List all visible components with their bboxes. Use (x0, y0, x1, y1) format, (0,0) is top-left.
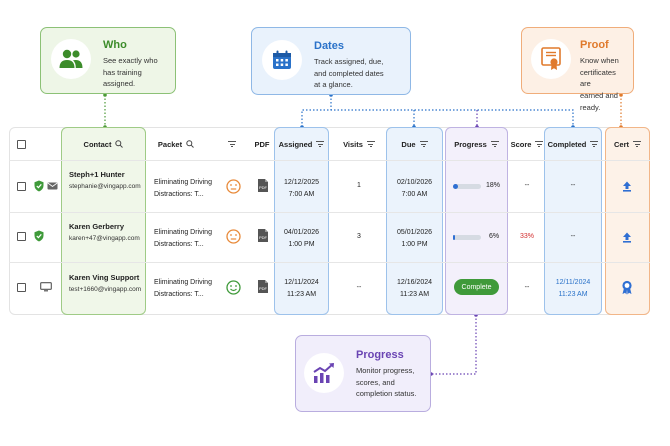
download-icon[interactable] (622, 181, 632, 192)
visits-cell: 1 (357, 182, 361, 189)
packet-cell[interactable]: Eliminating Driving Distractions: T... (154, 229, 212, 248)
filter-icon (366, 141, 375, 147)
score-cell: -- (524, 182, 530, 189)
header-contact[interactable]: Contact (61, 130, 146, 158)
callout-description: Monitor progress, scores, and completion… (356, 366, 417, 399)
divider (9, 160, 650, 161)
neutral-face-icon (226, 229, 241, 244)
calendar-icon (262, 40, 302, 80)
callout-title: Proof (580, 39, 609, 51)
visits-cell: -- (356, 284, 362, 291)
header-assigned[interactable]: Assigned (274, 130, 329, 158)
certificate-icon (531, 39, 571, 79)
filter-icon (535, 141, 544, 147)
trending-chart-icon (304, 353, 344, 393)
filter-icon (316, 141, 325, 147)
neutral-face-icon (226, 179, 241, 194)
header-completed[interactable]: Completed (544, 130, 602, 158)
download-icon[interactable] (622, 232, 632, 243)
header-pdf: PDF (254, 139, 270, 149)
packet-cell[interactable]: Eliminating Driving Distractions: T... (154, 279, 212, 298)
row-checkbox[interactable] (17, 283, 26, 292)
score-cell: 33% (519, 233, 534, 240)
desktop-icon (40, 282, 52, 292)
complete-badge: Complete (454, 279, 499, 295)
callout-description: Know when certificates are earned and re… (580, 56, 619, 112)
due-column-highlight (386, 127, 443, 315)
filter-icon (633, 141, 641, 147)
header-progress[interactable]: Progress (445, 130, 508, 158)
callout-title: Who (103, 39, 127, 51)
packet-filter-icon[interactable] (224, 130, 240, 158)
filter-icon (419, 141, 428, 147)
callout-title: Dates (314, 40, 344, 52)
header-due[interactable]: Due (386, 130, 443, 158)
header-score[interactable]: Score (510, 130, 544, 158)
header-visits[interactable]: Visits (336, 130, 382, 158)
completed-cell: -- (570, 182, 576, 189)
pdf-icon[interactable]: PDF (257, 178, 269, 193)
svg-text:PDF: PDF (259, 286, 268, 291)
contact-cell[interactable]: Steph+1 Hunter stephanie@vingapp.com (69, 170, 141, 190)
filter-icon (490, 141, 499, 147)
svg-text:PDF: PDF (259, 185, 268, 190)
callout-title: Progress (356, 349, 404, 361)
progress-bar (453, 184, 481, 189)
pdf-icon[interactable]: PDF (257, 279, 269, 294)
progress-percent: 18% (486, 182, 501, 189)
callout-dates: Dates Track assigned, due, and completed… (251, 27, 411, 95)
select-all-checkbox[interactable] (17, 140, 26, 149)
callout-who: Who See exactly who has training assigne… (40, 27, 176, 94)
filter-icon (590, 141, 599, 147)
happy-face-icon (226, 280, 241, 295)
completed-column-highlight (544, 127, 602, 315)
visits-cell: 3 (357, 233, 361, 240)
email-icon (47, 182, 58, 190)
score-cell: -- (524, 284, 530, 291)
row-checkbox[interactable] (17, 182, 26, 191)
divider (9, 262, 650, 263)
search-icon[interactable] (186, 140, 194, 148)
contact-cell[interactable]: Karen Gerberry karen+47@vingapp.com (69, 222, 140, 242)
shield-check-icon (34, 230, 44, 242)
callout-progress: Progress Monitor progress, scores, and c… (295, 335, 431, 412)
row-checkbox[interactable] (17, 232, 26, 241)
users-icon (51, 39, 91, 79)
callout-proof: Proof Know when certificates are earned … (521, 27, 634, 112)
callout-description: Track assigned, due, and completed dates… (314, 57, 384, 90)
contact-cell[interactable]: Karen Ving Support test+1660@vingapp.com (69, 273, 142, 293)
completed-cell: -- (570, 233, 576, 240)
header-packet[interactable]: Packet (148, 130, 204, 158)
callout-description: See exactly who has training assigned. (103, 56, 158, 89)
search-icon[interactable] (115, 140, 124, 148)
svg-text:PDF: PDF (259, 235, 268, 240)
award-ribbon-icon[interactable] (621, 280, 633, 295)
progress-percent: 6% (489, 233, 500, 240)
packet-cell[interactable]: Eliminating Driving Distractions: T... (154, 179, 212, 198)
assigned-column-highlight (274, 127, 329, 315)
pdf-icon[interactable]: PDF (257, 228, 269, 243)
header-cert[interactable]: Cert (605, 130, 650, 158)
progress-bar (453, 235, 481, 240)
divider (9, 212, 650, 213)
shield-check-icon (34, 180, 44, 192)
contact-column-highlight (61, 127, 146, 315)
